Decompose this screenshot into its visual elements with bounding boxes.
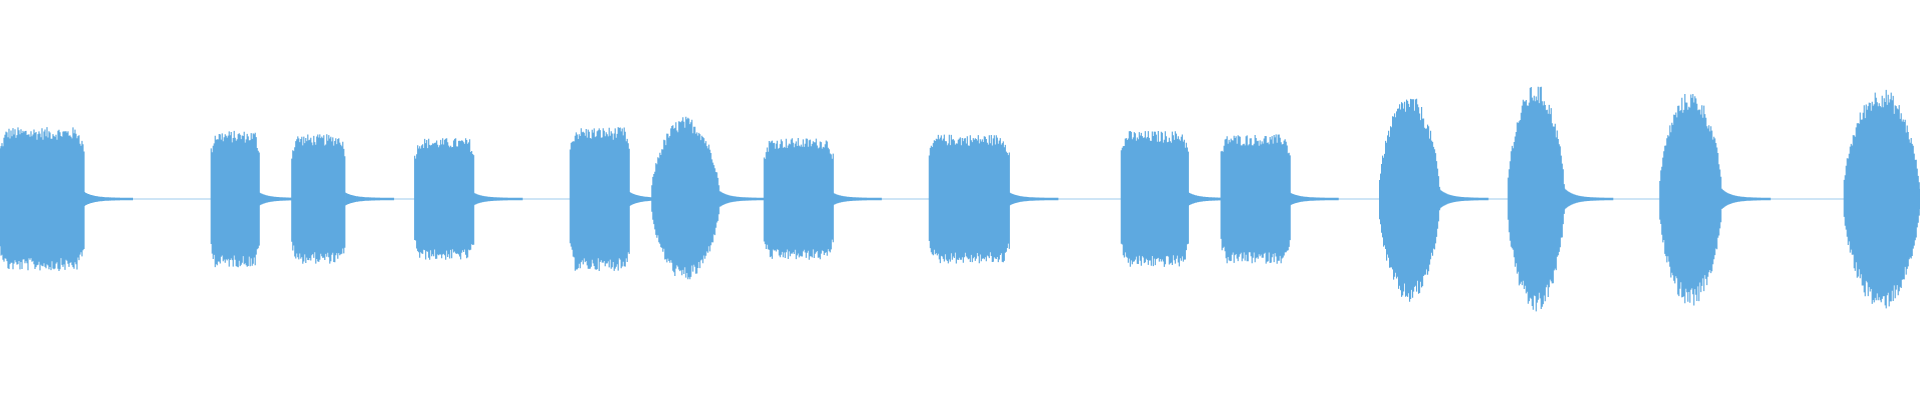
waveform-tail [719, 191, 769, 207]
waveform-tail [473, 192, 523, 206]
waveform-segment [763, 138, 834, 260]
waveform-tail [345, 192, 395, 206]
waveform-segment [210, 130, 260, 268]
waveform-segment [1220, 134, 1291, 264]
waveform-segment [569, 127, 630, 271]
waveform-segment [651, 116, 721, 280]
waveform-segment [1659, 94, 1723, 306]
waveform-tail [1721, 189, 1771, 209]
waveform-segment [1843, 89, 1920, 309]
waveform-segments [0, 86, 1920, 312]
waveform-tail [1564, 188, 1614, 210]
waveform-tail [832, 192, 882, 206]
waveform-segment [1379, 98, 1441, 302]
waveform-tail [1439, 189, 1489, 209]
waveform-segment [1120, 131, 1189, 267]
waveform-segment [414, 138, 475, 260]
waveform-segment [291, 134, 346, 264]
waveform-segment [0, 127, 85, 271]
waveform-tail [1289, 192, 1339, 206]
waveform-segment [1507, 86, 1565, 312]
waveform-tail [84, 192, 133, 206]
waveform-segment [928, 134, 1010, 264]
waveform-tail [1009, 192, 1059, 206]
